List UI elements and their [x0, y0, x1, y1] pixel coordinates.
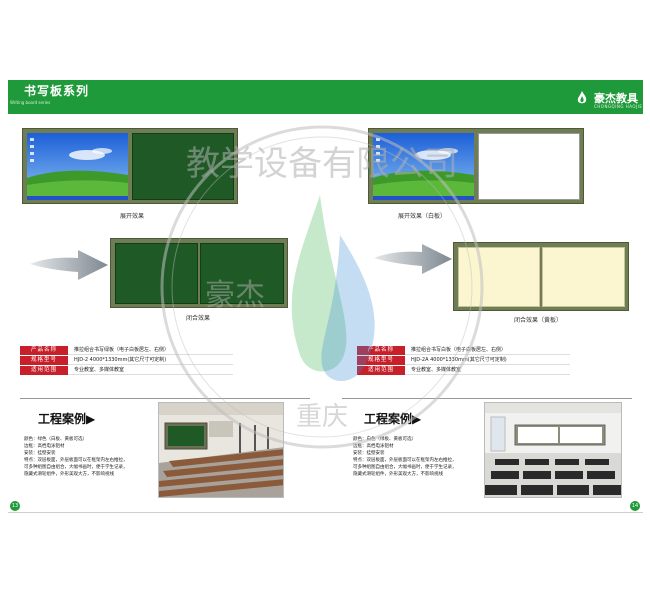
spec-value: 推拉组合书写绿板（电子白板居左、右侧） — [68, 346, 233, 355]
spec-row-model: 规格型号 HJD-2 4000*1330mm(其它尺寸可定制) — [20, 356, 233, 365]
spec-value: 专业教室、多媒体教室 — [405, 366, 570, 375]
detail-line: 隐藏式滑轮组件，外形美观大方，不影响视线 — [24, 472, 114, 477]
spec-value: 专业教室、多媒体教室 — [68, 366, 233, 375]
electronic-whiteboard-screen — [373, 133, 474, 200]
classroom-photo-right — [484, 402, 622, 498]
case-title-left: 工程案例▶ — [38, 412, 96, 426]
board-expanded-green — [22, 128, 238, 204]
detail-line: 可多种组图自由组合，大幅书画时，便于学生记录， — [353, 465, 457, 470]
case-title-right: 工程案例▶ — [364, 412, 422, 426]
green-writing-panel-right — [200, 243, 284, 304]
electronic-whiteboard-screen — [27, 133, 128, 200]
detail-line: 边框：高档电泳铝材 — [24, 444, 65, 449]
detail-line: 特点：双层板面，外层板面可以在框架内左右推拉， — [24, 458, 128, 463]
spec-row-name: 产品名称 推拉组合书写白板（电子白板居左、右侧） — [357, 346, 570, 355]
brand-subtitle: CHONGQING HAOJIE — [594, 104, 643, 109]
classroom-image — [485, 403, 621, 497]
spec-label: 规格型号 — [357, 356, 405, 365]
footer-rule — [8, 512, 643, 513]
section-divider-right — [342, 398, 632, 399]
spec-value: HJD-2A 4000*1330mm(其它尺寸可定制) — [405, 356, 570, 365]
spec-label: 产品名称 — [357, 346, 405, 355]
case-detail-right: 颜色：白色（绿板、黄板可选） 边框：高档电泳铝材 安装：挂壁安装 特点：双层板面… — [353, 436, 457, 478]
detail-line: 可多种组图自由组合，大幅书画时，便于学生记录， — [24, 465, 128, 470]
arrow-right-icon — [374, 244, 452, 274]
detail-line: 安装：挂壁安装 — [353, 451, 385, 456]
lecture-hall-image — [159, 403, 283, 497]
spec-value: HJD-2 4000*1330mm(其它尺寸可定制) — [68, 356, 233, 365]
board-closed-yellow — [453, 242, 629, 311]
page-number-left: 13 — [10, 501, 20, 511]
classroom-photo-left — [158, 402, 284, 498]
spec-label: 适用范围 — [357, 366, 405, 375]
spec-label: 产品名称 — [20, 346, 68, 355]
series-subtitle: Writing board series — [10, 100, 51, 105]
detail-line: 颜色：白色（绿板、黄板可选） — [353, 437, 416, 442]
caption-closed-right: 闭合效果（黄板） — [514, 317, 563, 324]
yellow-writing-panel-right — [542, 247, 625, 307]
green-writing-panel — [132, 133, 234, 200]
spec-row-scope: 适用范围 专业教室、多媒体教室 — [357, 366, 570, 375]
brand-logo-icon — [577, 91, 587, 104]
detail-line: 安装：挂壁安装 — [24, 451, 56, 456]
detail-line: 隐藏式滑轮组件，外形美观大方，不影响视线 — [353, 472, 443, 477]
header-band — [8, 80, 643, 114]
spec-label: 适用范围 — [20, 366, 68, 375]
board-closed-green — [110, 238, 288, 308]
desktop-wallpaper-image — [373, 133, 474, 200]
board-expanded-white — [368, 128, 584, 204]
series-title: 书写板系列 — [24, 84, 90, 98]
yellow-writing-panel-left — [458, 247, 540, 307]
case-detail-left: 颜色：绿色（白板、黄板可选） 边框：高档电泳铝材 安装：挂壁安装 特点：双层板面… — [24, 436, 128, 478]
detail-line: 颜色：绿色（白板、黄板可选） — [24, 437, 87, 442]
detail-line: 边框：高档电泳铝材 — [353, 444, 394, 449]
caption-expanded-right: 展开效果（白板） — [398, 213, 447, 220]
page-number-right: 14 — [630, 501, 640, 511]
arrow-right-icon — [30, 250, 108, 280]
brand-name: 豪杰教具 — [594, 92, 638, 105]
spec-row-model: 规格型号 HJD-2A 4000*1330mm(其它尺寸可定制) — [357, 356, 570, 365]
spec-row-name: 产品名称 推拉组合书写绿板（电子白板居左、右侧） — [20, 346, 233, 355]
seal-bottom-text: 重庆 — [296, 402, 348, 432]
caption-expanded-left: 展开效果 — [120, 213, 145, 220]
white-writing-panel — [478, 133, 580, 200]
spec-label: 规格型号 — [20, 356, 68, 365]
desktop-wallpaper-image — [27, 133, 128, 200]
section-divider-left — [20, 398, 310, 399]
green-writing-panel-left — [115, 243, 198, 304]
spec-row-scope: 适用范围 专业教室、多媒体教室 — [20, 366, 233, 375]
detail-line: 特点：双层板面，外层板面可以在框架内左右推拉， — [353, 458, 457, 463]
spec-value: 推拉组合书写白板（电子白板居左、右侧） — [405, 346, 570, 355]
caption-closed-left: 闭合效果 — [186, 315, 211, 322]
